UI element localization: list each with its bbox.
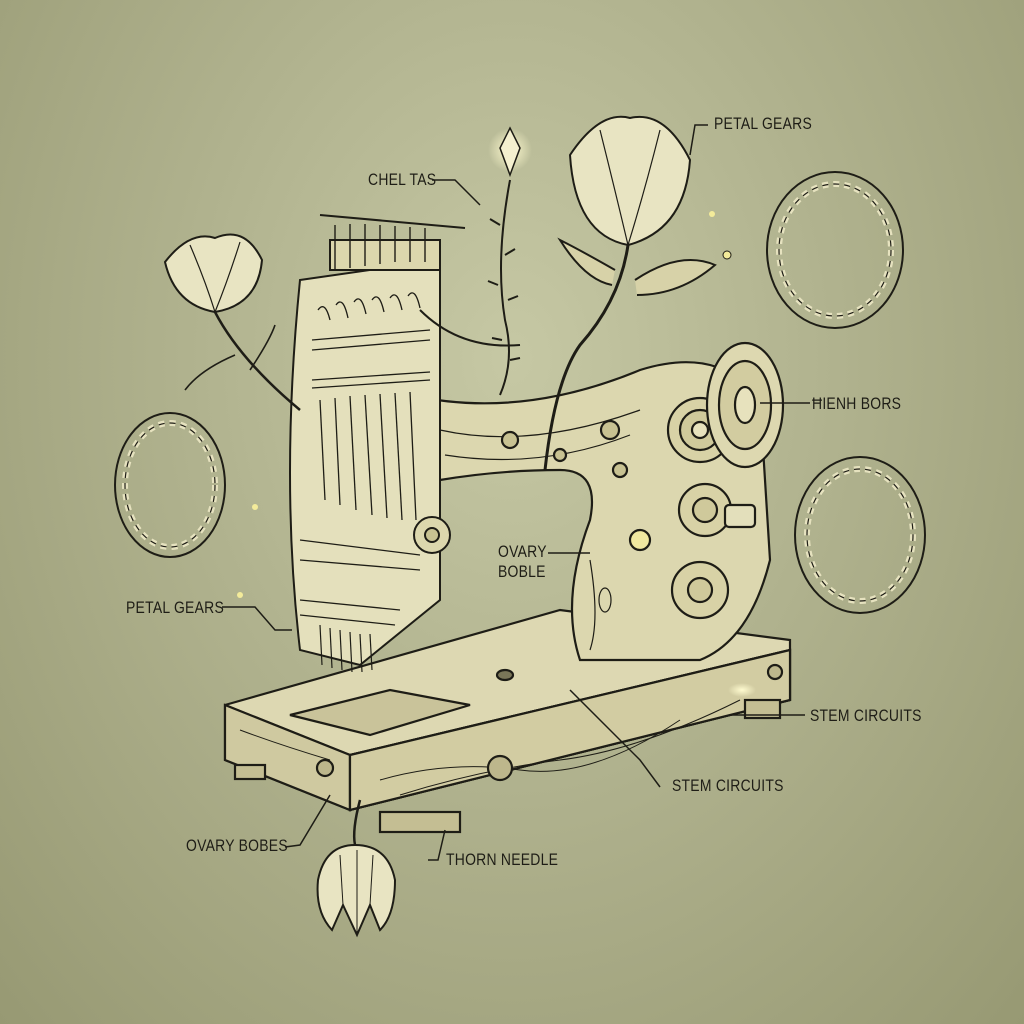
label-stem-circuits-bottom: STEM CIRCUITS: [672, 776, 784, 795]
sewing-machine-body: [408, 361, 772, 662]
tulip-top: [543, 115, 717, 471]
thorn-stem: [419, 179, 521, 396]
label-ovary-boble: OVARY BOBLE: [498, 542, 547, 581]
tulip-bottom: [316, 799, 397, 938]
laurel-wreath-left: [114, 412, 226, 558]
hand-wheel: [705, 341, 785, 469]
label-ovary-bobes: OVARY BOBES: [186, 836, 288, 855]
laurel-wreath-right: [794, 456, 926, 614]
label-chel-tas: CHEL TAS: [368, 170, 437, 189]
label-stem-circuits-right: STEM CIRCUITS: [810, 706, 922, 725]
crystal-bulb: [488, 126, 532, 178]
leader-lines: [222, 124, 810, 861]
label-hienh-bors: ĦIENH BORS: [812, 394, 902, 413]
needle-bar-comb: [289, 214, 466, 673]
label-petal-gears-left: PETAL GEARS: [126, 598, 225, 617]
tulip-left: [163, 233, 301, 411]
label-petal-gears-top: PETAL GEARS: [714, 114, 813, 133]
laurel-wreath-top-right: [766, 171, 904, 329]
label-thorn-needle: THORN NEEDLE: [446, 850, 559, 869]
